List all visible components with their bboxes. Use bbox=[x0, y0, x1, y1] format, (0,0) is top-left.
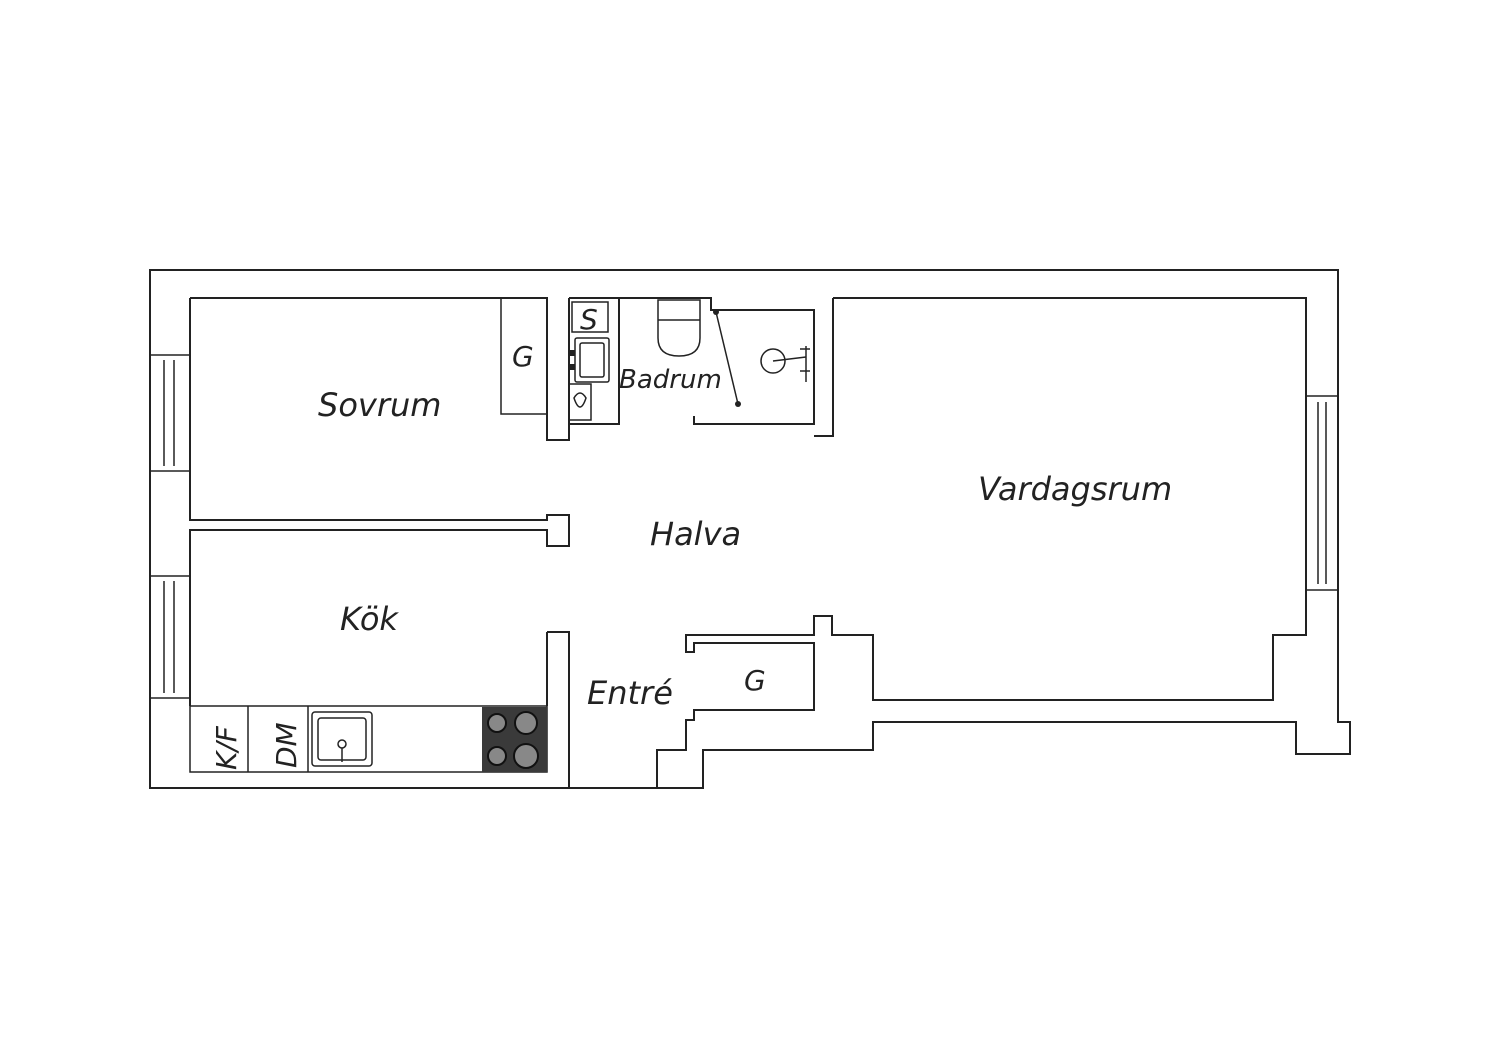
room-label-entre: Entré bbox=[587, 674, 673, 712]
sink bbox=[311, 711, 373, 767]
shower-head-icon bbox=[760, 348, 786, 374]
hinge-icon bbox=[735, 401, 741, 407]
tap-icon bbox=[569, 350, 575, 356]
badrum-walls bbox=[568, 297, 1307, 788]
bathroom-sink-basin bbox=[579, 342, 605, 378]
burner-icon bbox=[487, 713, 507, 733]
burner-icon bbox=[487, 746, 507, 766]
fixture-label-garderob-entre: G bbox=[744, 664, 766, 697]
room-label-halva: Halva bbox=[650, 515, 741, 553]
kok-entre-wall bbox=[546, 631, 570, 788]
tap-icon bbox=[569, 364, 575, 370]
window-sovrum bbox=[149, 354, 191, 472]
room-label-badrum: Badrum bbox=[619, 365, 722, 395]
room-label-sovrum: Sovrum bbox=[318, 386, 441, 424]
shower-pipe bbox=[772, 356, 807, 362]
sovrum-walls bbox=[189, 297, 620, 706]
burner-icon bbox=[513, 743, 539, 769]
burner-icon bbox=[514, 711, 538, 735]
hinge-icon bbox=[713, 309, 719, 315]
room-label-kok: Kök bbox=[340, 600, 399, 638]
window-vardagsrum bbox=[1305, 395, 1339, 591]
shower-door bbox=[715, 311, 739, 405]
bathroom-sink bbox=[574, 337, 610, 383]
fixture-label-skap: S bbox=[580, 303, 598, 336]
window-kok bbox=[149, 575, 191, 699]
fixture-label-diskmaskin: DM bbox=[270, 722, 303, 768]
room-label-vardagsrum: Vardagsrum bbox=[978, 470, 1172, 508]
washer bbox=[568, 383, 592, 421]
garderob-sovrum bbox=[500, 297, 548, 415]
fixture-label-garderob-sovrum: G bbox=[512, 340, 534, 373]
outer-wall bbox=[149, 269, 1351, 789]
toilet-icon bbox=[657, 299, 701, 357]
sink-drain-icon bbox=[337, 739, 347, 749]
skap-badrum bbox=[571, 301, 609, 333]
washer-drum-icon bbox=[573, 392, 587, 408]
fixture-label-kyl-frys: K/F bbox=[210, 725, 243, 770]
